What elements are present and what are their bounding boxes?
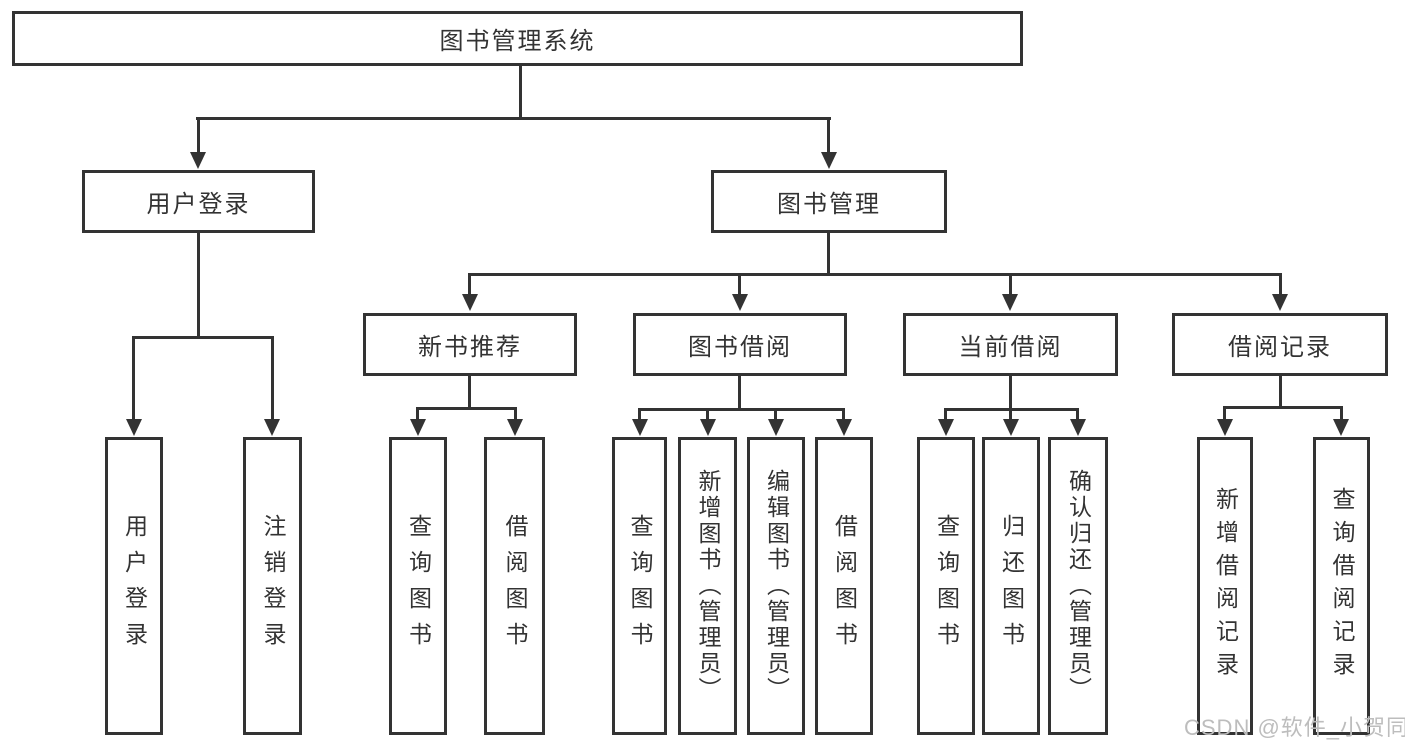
arrowhead-book-borrow: [732, 294, 748, 311]
connector-leaf8-shaft: [842, 408, 845, 422]
leaf-confirm-return-admin: 确认归还（管理员）: [1048, 437, 1108, 735]
connector-leaf6-shaft: [706, 408, 709, 422]
arrowhead-leaf-add-record: [1217, 419, 1233, 436]
connector-leaf7-shaft: [774, 408, 777, 422]
connector-leaf10-shaft: [1009, 408, 1012, 422]
leaf-search-book-current: 查询图书: [917, 437, 975, 735]
leaf-user-login: 用户登录: [105, 437, 163, 735]
arrowhead-leaf-search-book-3: [938, 419, 954, 436]
arrowhead-new-book: [462, 294, 478, 311]
leaf-add-borrow-record: 新增借阅记录: [1197, 437, 1253, 735]
connector-leaf11-shaft: [1076, 408, 1079, 422]
connector-root-stem: [519, 66, 522, 120]
leaf-edit-book-admin: 编辑图书（管理员）: [747, 437, 805, 735]
connector-current-borrow-shaft: [1009, 273, 1012, 298]
leaf-borrow-book-recommend: 借阅图书: [484, 437, 545, 735]
arrowhead-leaf-user-login: [126, 419, 142, 436]
connector-leaf9-shaft: [944, 408, 947, 422]
leaf-borrow-book: 借阅图书: [815, 437, 873, 735]
arrowhead-leaf-query-record: [1333, 419, 1349, 436]
connector-book-mgmt-stem: [827, 233, 830, 276]
connector-leaf5-shaft: [638, 408, 641, 422]
connector-borrow-horizontal: [638, 408, 845, 411]
arrowhead-leaf-borrow-book-1: [507, 419, 523, 436]
csdn-watermark: CSDN @软件_小贺同学: [1184, 715, 1405, 740]
arrowhead-leaf-return-book: [1003, 419, 1019, 436]
arrowhead-user-login: [190, 152, 206, 169]
arrowhead-leaf-add-book: [700, 419, 716, 436]
connector-record-horizontal: [1223, 406, 1343, 409]
node-current-borrow: 当前借阅: [903, 313, 1118, 376]
arrowhead-book-mgmt: [821, 152, 837, 169]
arrowhead-current-borrow: [1002, 294, 1018, 311]
leaf-return-book: 归还图书: [982, 437, 1040, 735]
node-root-system: 图书管理系统: [12, 11, 1023, 66]
leaf-logout-login: 注销登录: [243, 437, 302, 735]
connector-recommend-stem: [468, 376, 471, 410]
connector-leaf-user-login-shaft: [132, 336, 135, 422]
connector-borrow-stem: [738, 376, 741, 411]
connector-leaf-logout-shaft: [271, 336, 274, 422]
arrowhead-leaf-borrow-book-2: [836, 419, 852, 436]
node-book-management: 图书管理: [711, 170, 947, 233]
node-borrow-record: 借阅记录: [1172, 313, 1388, 376]
connector-leaf4-shaft: [514, 407, 517, 422]
connector-user-login-shaft: [197, 117, 200, 155]
arrowhead-leaf-search-book-1: [410, 419, 426, 436]
leaf-search-book-recommend: 查询图书: [389, 437, 447, 735]
connector-new-book-shaft: [468, 273, 471, 298]
connector-book-borrow-shaft: [738, 273, 741, 298]
node-user-login: 用户登录: [82, 170, 315, 233]
node-book-borrow: 图书借阅: [633, 313, 847, 376]
arrowhead-leaf-logout: [264, 419, 280, 436]
connector-book-mgmt-shaft: [827, 117, 830, 155]
connector-leaf3-shaft: [416, 407, 419, 422]
leaf-search-book-borrow: 查询图书: [612, 437, 667, 735]
connector-user-login-stem: [197, 233, 200, 339]
arrowhead-leaf-edit-book: [768, 419, 784, 436]
connector-record-stem: [1279, 376, 1282, 409]
leaf-add-book-admin: 新增图书（管理员）: [678, 437, 737, 735]
connector-user-login-horizontal: [132, 336, 274, 339]
connector-borrow-record-shaft: [1279, 273, 1282, 298]
arrowhead-leaf-confirm-return: [1070, 419, 1086, 436]
leaf-query-borrow-record: 查询借阅记录: [1313, 437, 1370, 735]
connector-current-stem: [1009, 376, 1012, 411]
connector-level1-horizontal: [196, 117, 831, 120]
connector-leaf12-shaft: [1223, 406, 1226, 422]
node-new-book-recommend: 新书推荐: [363, 313, 577, 376]
connector-leaf13-shaft: [1340, 406, 1343, 422]
arrowhead-borrow-record: [1272, 294, 1288, 311]
arrowhead-leaf-search-book-2: [632, 419, 648, 436]
connector-recommend-horizontal: [416, 407, 517, 410]
connector-level3-horizontal: [468, 273, 1282, 276]
